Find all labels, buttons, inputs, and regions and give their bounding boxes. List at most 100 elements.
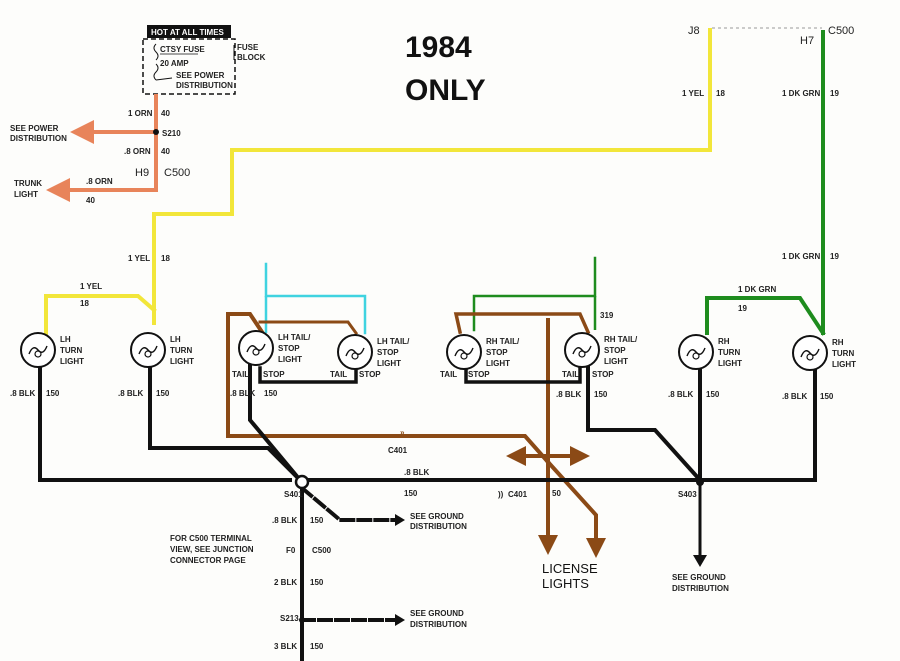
lamp-5-label-1: RH TAIL/ — [486, 337, 520, 346]
tail-label-3: TAIL — [440, 370, 457, 379]
h7-label: H7 — [800, 35, 814, 47]
ground-labels: SEE GROUND DISTRIBUTION SEE GROUND DISTR… — [410, 512, 729, 629]
lamp-2-label-1: LH — [170, 335, 181, 344]
lamp-2-label-2: TURN — [170, 346, 192, 355]
f0-label: F0 — [286, 546, 296, 555]
lamp-6: RH TAIL/STOP LIGHT — [564, 332, 638, 368]
brown-wires: » 319 — [226, 311, 614, 558]
tail-label-4: TAIL — [562, 370, 579, 379]
blk-main: .8 BLK — [404, 468, 430, 477]
svg-text:)): )) — [498, 490, 504, 499]
dkgrn2-label: 1 DK GRN — [782, 252, 820, 261]
hot-at-all-times-label: HOT AT ALL TIMES — [151, 28, 225, 37]
lamp-1-label-1: LH — [60, 335, 71, 344]
blk-down1: .8 BLK — [272, 516, 298, 525]
green-wires: 1 DK GRN 19 1 DK GRN 19 1 DK GRN 19 — [472, 30, 839, 336]
dkgrn-label: 1 DK GRN — [782, 89, 820, 98]
fuse-see-power-2: DISTRIBUTION — [176, 81, 233, 90]
dkgrn-num: 19 — [830, 89, 839, 98]
lamp-3: LH TAIL/STOP LIGHT — [238, 330, 311, 366]
lamp-8-label-2: TURN — [832, 349, 854, 358]
tail-label-2: TAIL — [330, 370, 347, 379]
note-line-3: CONNECTOR PAGE — [170, 556, 246, 565]
blk-main-num: 150 — [404, 489, 418, 498]
trunk-light-1: TRUNK — [14, 179, 42, 188]
blk-a-num: 150 — [46, 389, 60, 398]
lamp-6-label-1: RH TAIL/ — [604, 335, 638, 344]
lamp-8-label-3: LIGHT — [832, 360, 856, 369]
s403-label: S403 — [678, 490, 697, 499]
c500-right-label: C500 — [828, 25, 854, 37]
ground2-2: DISTRIBUTION — [410, 620, 467, 629]
dkgrn3-num: 19 — [738, 304, 747, 313]
c500-left-label: C500 — [164, 167, 190, 179]
yel-lh-num: 18 — [80, 299, 89, 308]
license-label-1: LICENSE — [542, 561, 598, 576]
blk-down3: 3 BLK — [274, 642, 297, 651]
ground1-1: SEE GROUND — [410, 512, 464, 521]
lamp-4-label-2: STOP — [377, 348, 399, 357]
lamp-5-label-3: LIGHT — [486, 359, 510, 368]
lamp-8-label-1: RH — [832, 338, 844, 347]
stop-label-4: STOP — [592, 370, 614, 379]
blk-d: .8 BLK — [556, 390, 582, 399]
see-power-dist-1: SEE POWER — [10, 124, 59, 133]
yel-left-label: 1 YEL — [128, 254, 150, 263]
ground3-1: SEE GROUND — [672, 573, 726, 582]
h9-label: H9 — [135, 167, 149, 179]
cyan-wires — [264, 262, 367, 335]
fuse-see-power-1: SEE POWER — [176, 71, 225, 80]
wire-319: 319 — [600, 311, 614, 320]
blk-down2-num: 150 — [310, 578, 324, 587]
ctsy-fuse-label: CTSY FUSE — [160, 45, 205, 54]
blk-e: .8 BLK — [668, 390, 694, 399]
c401b-label: C401 — [508, 490, 528, 499]
orn8-num: 40 — [161, 147, 170, 156]
blk-right-num: 50 — [552, 489, 561, 498]
see-power-dist-2: DISTRIBUTION — [10, 134, 67, 143]
trunk-wire-label: .8 ORN — [86, 177, 113, 186]
s210-label: S210 — [162, 129, 181, 138]
svg-text:»: » — [400, 428, 405, 437]
lamp-5: RH TAIL/STOP LIGHT — [446, 334, 520, 370]
c401-label: C401 — [388, 446, 408, 455]
title-year: 1984 — [405, 31, 472, 64]
c500-note: FOR C500 TERMINAL VIEW, SEE JUNCTION CON… — [170, 534, 254, 565]
lamp-5-label-2: STOP — [486, 348, 508, 357]
lamp-3-label-3: LIGHT — [278, 355, 302, 364]
blk-f: .8 BLK — [782, 392, 808, 401]
lamp-6-label-3: LIGHT — [604, 357, 628, 366]
yel-right-label: 1 YEL — [682, 89, 704, 98]
dkgrn2-num: 19 — [830, 252, 839, 261]
lamp-1-label-2: TURN — [60, 346, 82, 355]
splice-labels: S401 S403 S213 C401 C401 F0 C500 — [280, 446, 697, 623]
note-line-1: FOR C500 TERMINAL — [170, 534, 252, 543]
black-wires: )) — [38, 360, 817, 661]
lamp-6-label-2: STOP — [604, 346, 626, 355]
blk-b-num: 150 — [156, 389, 170, 398]
blk-down3-num: 150 — [310, 642, 324, 651]
lamp-3-label-1: LH TAIL/ — [278, 333, 311, 342]
blk-e-num: 150 — [706, 390, 720, 399]
lamp-4-label-3: LIGHT — [377, 359, 401, 368]
black-wire-labels: .8 BLK 150 .8 BLK 150 .8 BLK 150 .8 BLK … — [10, 389, 834, 651]
j8-label: J8 — [688, 25, 700, 37]
dkgrn3-label: 1 DK GRN — [738, 285, 776, 294]
lamp-2-label-3: LIGHT — [170, 357, 194, 366]
blk-f-num: 150 — [820, 392, 834, 401]
blk-a: .8 BLK — [10, 389, 36, 398]
ground1-2: DISTRIBUTION — [410, 522, 467, 531]
orn1-label: 1 ORN — [128, 109, 153, 118]
stop-label-3: STOP — [468, 370, 490, 379]
ground2-1: SEE GROUND — [410, 609, 464, 618]
lamp-7-label-2: TURN — [718, 348, 740, 357]
lamp-3-label-2: STOP — [278, 344, 300, 353]
license-label-2: LIGHTS — [542, 576, 589, 591]
blk-b: .8 BLK — [118, 389, 144, 398]
yel-left-num: 18 — [161, 254, 170, 263]
lamp-7-label-1: RH — [718, 337, 730, 346]
blk-d-num: 150 — [594, 390, 608, 399]
